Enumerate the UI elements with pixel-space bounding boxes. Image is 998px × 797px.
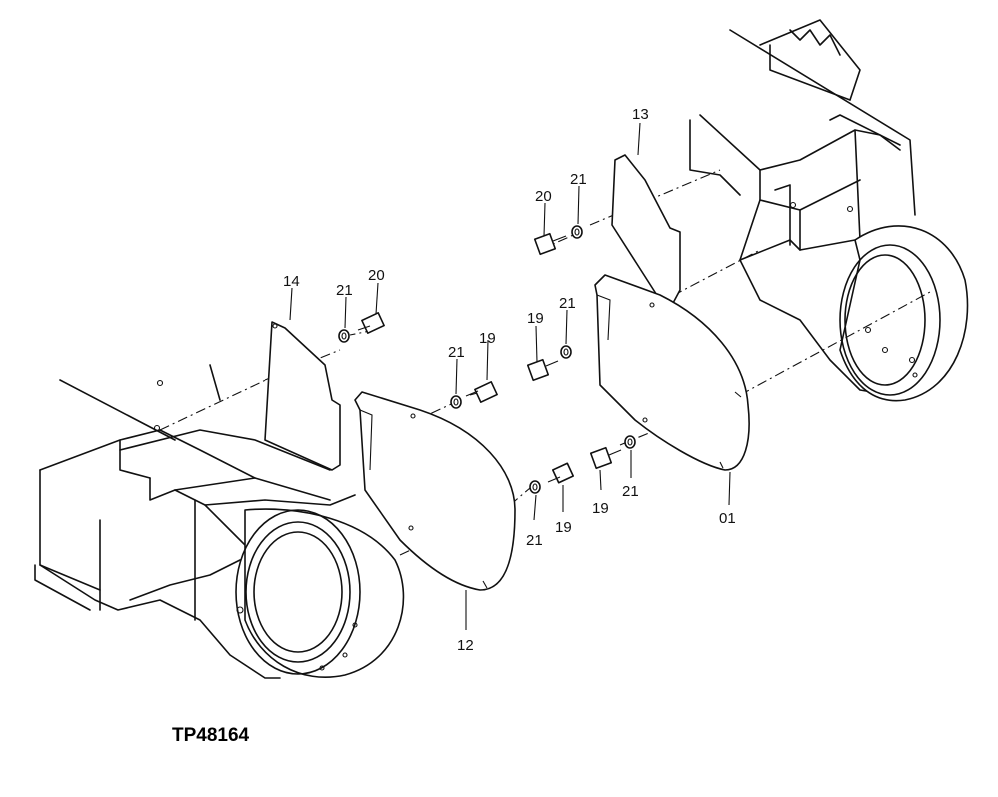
leader-lines [289,122,731,630]
cover-01 [594,274,750,471]
callout-19-a: 19 [479,330,496,347]
bracket-plate-14 [264,321,341,471]
bolt-19-left-lower [547,462,575,484]
callout-19-b: 19 [555,519,572,536]
callout-19-d: 19 [592,500,609,517]
callout-20-a: 20 [368,267,385,284]
figure-id: TP48164 [172,725,250,746]
callout-20-b: 20 [535,188,552,205]
callout-21-c: 21 [526,532,543,549]
callout-13: 13 [632,106,649,123]
washer-21-left-lower [529,480,541,494]
callout-labels: 14 21 20 21 19 21 19 12 13 21 20 19 21 1… [283,106,736,654]
left-track-frame [34,364,356,679]
callout-01: 01 [719,510,736,527]
callout-21-e: 21 [559,295,576,312]
right-final-drive-housing [839,225,969,402]
washer-21-right-top [571,225,583,239]
washer-21-left-mid [450,395,462,409]
bolt-20-left [357,312,385,334]
bolt-19-right-upper [526,358,559,382]
bolt-20-right [533,232,567,256]
washer-21-right-lower [624,435,636,449]
callout-14: 14 [283,273,300,290]
washer-21-left-top [338,329,350,343]
left-final-drive-housing [235,508,405,678]
callout-19-c: 19 [527,310,544,327]
callout-21-f: 21 [622,483,639,500]
cover-12 [354,391,516,591]
right-track-frame [689,19,916,396]
callout-21-b: 21 [448,344,465,361]
bracket-plate-13 [611,154,681,306]
washer-21-right-mid [560,345,572,359]
callout-21-a: 21 [336,282,353,299]
bolt-19-right-lower [589,446,622,470]
callout-21-d: 21 [570,171,587,188]
callout-12: 12 [457,637,474,654]
bolt-19-left-upper [465,381,498,403]
